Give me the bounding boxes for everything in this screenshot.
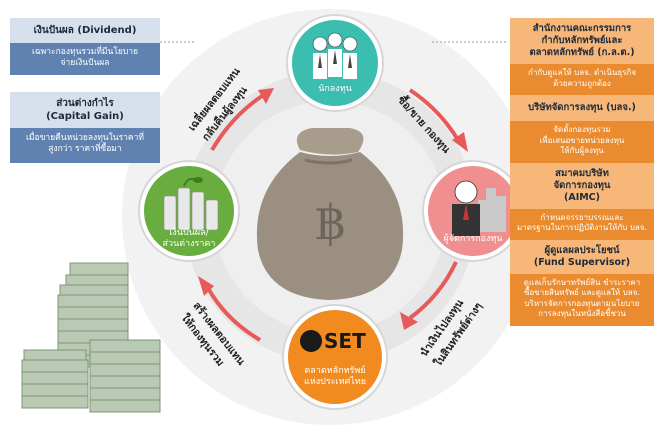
capital-gain-desc-1: เมื่อขายคืนหน่วยลงทุนในราคาที่: [26, 133, 144, 143]
money-bag-icon: [256, 128, 404, 300]
set-logo-text: SET: [324, 329, 366, 353]
supervisor-desc-3: บริหารจัดการกองทุนตามนโยบาย: [524, 298, 640, 308]
dividend-desc-1: เฉพาะกองทุนรวมที่มีนโยบาย: [31, 47, 139, 57]
supervisor-title-2: (Fund Supervisor): [533, 256, 631, 268]
amc-desc-1: จัดตั้งกองทุนรวม: [553, 125, 611, 134]
arrow-invest: [408, 261, 458, 320]
set-label-2: แห่งประเทศไทย: [304, 377, 366, 387]
dividend-desc-2: จ่ายเงินปันผล: [60, 58, 110, 68]
supervisor-desc-4: การลงทุนในหนังสือชี้ชวน: [538, 309, 626, 318]
supervisor-desc-2: ซื้อขายสินทรัพย์ และดูแลให้ บลจ.: [524, 288, 640, 297]
investors-icon: [312, 32, 358, 79]
sec-title-3: ตลาดหลักทรัพย์ (ก.ล.ต.): [529, 47, 635, 58]
dividend-title: เงินปันผล (Dividend): [10, 18, 160, 43]
right-panel: สำนักงานคณะกรรมการ กำกับหลักทรัพย์และ ตล…: [510, 18, 654, 326]
money-stack-icon: [21, 262, 161, 413]
manager-icon: [452, 180, 506, 236]
sec-title-2: กำกับหลักทรัพย์และ: [541, 35, 623, 46]
fund-manager-node[interactable]: ผู้จัดการกองทุน: [424, 162, 522, 260]
set-label-1: ตลาดหลักทรัพย์: [304, 366, 366, 376]
aimc-desc-2: มาตรฐานในการปฏิบัติงานให้กับ บลจ.: [516, 223, 648, 232]
sec-desc-2: ด้วยความถูกต้อง: [553, 78, 611, 88]
returns-label-1: เงินปันผล/: [169, 228, 209, 238]
amc-title: บริษัทจัดการลงทุน (บลจ.): [510, 95, 654, 121]
investor-label: นักลงทุน: [318, 84, 352, 94]
investor-node[interactable]: นักลงทุน: [288, 16, 382, 110]
aimc-desc-1: กำหนดจรรยาบรรณและ: [540, 212, 624, 222]
amc-desc-3: ให้กับผู้ลงทุน: [560, 146, 604, 155]
returns-label-2: ส่วนต่างราคา: [162, 239, 216, 249]
capital-gain-title-en: (Capital Gain): [46, 111, 124, 122]
coins-icon: [163, 177, 219, 231]
capital-gain-desc-2: สูงกว่า ราคาที่ซื้อมา: [48, 144, 122, 154]
capital-gain-card: ส่วนต่างกำไร (Capital Gain) เมื่อขายคืนห…: [10, 92, 160, 163]
supervisor-desc-1: ดูแลเก็บรักษาทรัพย์สิน ชำระราคา: [523, 277, 641, 287]
fund-manager-label: ผู้จัดการกองทุน: [443, 234, 503, 244]
arrow-invest-head: [400, 312, 418, 330]
set-node[interactable]: SET ตลาดหลักทรัพย์ แห่งประเทศไทย: [284, 306, 386, 408]
arrow-buy: [408, 88, 460, 142]
arrow-return: [210, 94, 264, 152]
set-logo-icon: [300, 330, 322, 352]
arrow-buy-head: [452, 132, 468, 152]
bag-baht-symbol: ฿: [314, 195, 346, 251]
capital-gain-title-th: ส่วนต่างกำไร: [56, 98, 114, 109]
sec-title-1: สำนักงานคณะกรรมการ: [532, 23, 632, 34]
arrow-return-head: [258, 88, 274, 104]
aimc-title-1: สมาคมบริษัท: [555, 167, 609, 179]
supervisor-title-1: ผู้ดูแลผลประโยชน์: [544, 244, 620, 256]
dividend-card: เงินปันผล (Dividend) เฉพาะกองทุนรวมที่มี…: [10, 18, 160, 75]
aimc-title-2: จัดการกองทุน: [553, 179, 611, 191]
sec-desc-1: กำกับดูแลให้ บลจ. ดำเนินธุรกิจ: [527, 68, 637, 77]
arrow-create: [206, 287, 262, 342]
returns-node[interactable]: เงินปันผล/ ส่วนต่างราคา: [140, 162, 238, 260]
arrow-create-head: [198, 276, 214, 296]
aimc-title-3: (AIMC): [564, 191, 600, 203]
amc-desc-2: เพื่อเสนอขายหน่วยลงทุน: [539, 135, 625, 145]
